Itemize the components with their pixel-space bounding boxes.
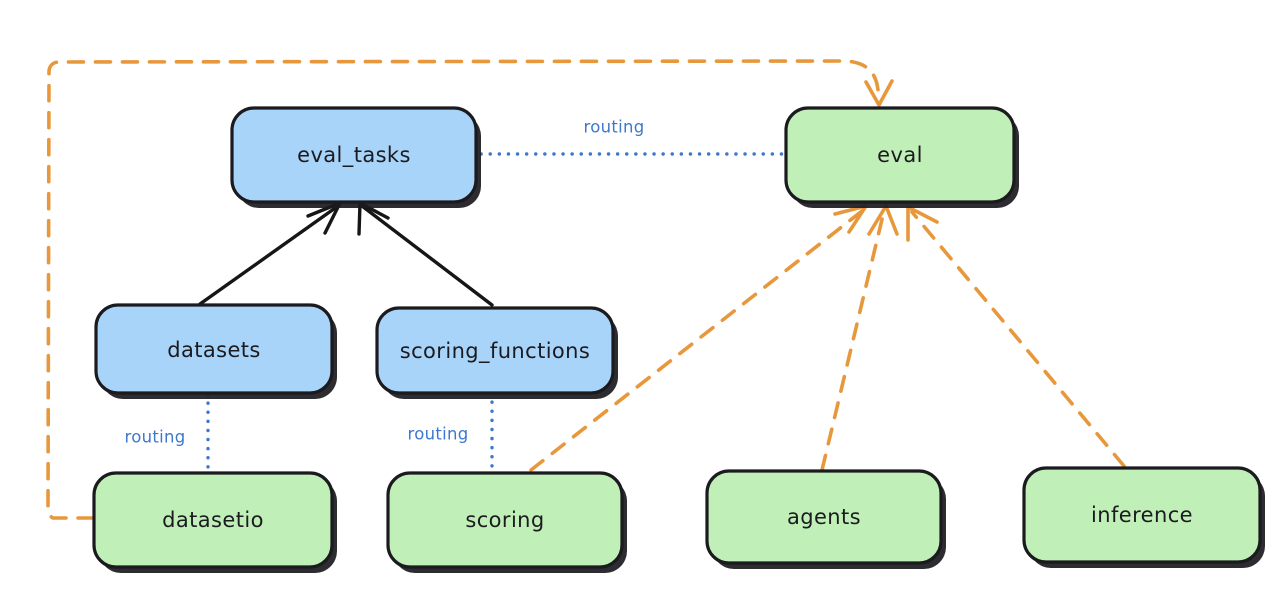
edge-label-routing-eval: routing (583, 118, 644, 137)
edge-scoring-functions-to-eval-tasks (357, 201, 494, 307)
node-scoring-functions[interactable]: scoring_functions (375, 306, 618, 399)
node-datasets[interactable]: datasets (94, 303, 337, 399)
node-label-agents: agents (787, 505, 861, 529)
node-label-eval: eval (877, 143, 923, 167)
edge-label-routing-datasetio: routing (124, 428, 185, 447)
node-body (386, 471, 624, 569)
node-label-scoring: scoring (465, 508, 544, 532)
node-body (94, 303, 334, 395)
node-agents[interactable]: agents (705, 469, 946, 569)
node-scoring[interactable]: scoring (386, 471, 627, 573)
node-label-inference: inference (1091, 503, 1193, 527)
edge-datasetio-to-eval (46, 59, 894, 520)
node-body (784, 106, 1016, 204)
edge-label-routing-scoring: routing (407, 425, 468, 444)
edge-inference-to-eval (906, 205, 1126, 468)
node-inference[interactable]: inference (1022, 466, 1265, 568)
node-label-scoring-functions: scoring_functions (400, 339, 590, 364)
node-eval[interactable]: eval (784, 106, 1019, 208)
node-body (92, 471, 334, 569)
node-eval-tasks[interactable]: eval_tasks (230, 106, 481, 208)
node-label-datasetio: datasetio (162, 508, 264, 532)
node-body (1022, 466, 1262, 564)
node-body (230, 106, 478, 204)
node-body (705, 469, 943, 565)
edge-datasets-to-eval-tasks (198, 201, 342, 306)
node-label-eval-tasks: eval_tasks (297, 143, 411, 168)
edge-agents-to-eval (820, 204, 899, 472)
node-body (375, 306, 615, 395)
node-datasetio[interactable]: datasetio (92, 471, 337, 573)
node-label-datasets: datasets (167, 338, 261, 362)
